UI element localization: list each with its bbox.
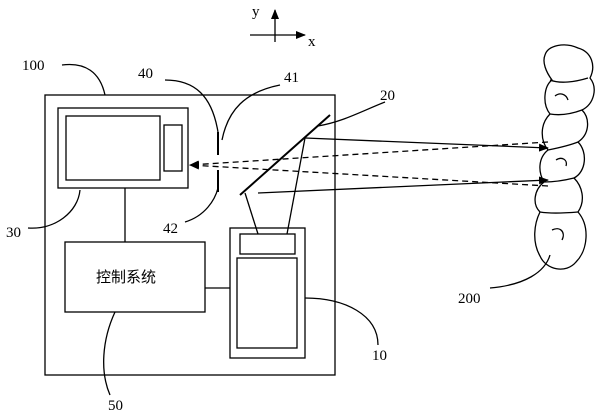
- tooth-division-3: [547, 141, 579, 151]
- coordinate-axes: y x: [250, 4, 316, 50]
- leader-100: [61, 63, 106, 96]
- projector-lens: [239, 233, 296, 255]
- projected-ray-lower: [257, 176, 549, 194]
- leader-40: [164, 79, 219, 133]
- scanned-object: [534, 44, 595, 270]
- camera-unit: [57, 107, 189, 189]
- tooth-detail-1: [554, 93, 569, 101]
- label-50: 50: [108, 398, 123, 414]
- leader-42: [184, 187, 219, 223]
- projector-body: [236, 257, 298, 349]
- leader-50: [103, 311, 116, 396]
- camera-side-module: [163, 124, 183, 172]
- label-41: 41: [284, 70, 299, 86]
- tooth-division-5: [539, 211, 579, 214]
- projection-ray-right: [286, 137, 306, 235]
- leader-20: [317, 101, 386, 127]
- label-200: 200: [458, 291, 481, 307]
- tooth-detail-2: [555, 157, 568, 167]
- leader-200: [489, 254, 551, 289]
- label-20: 20: [380, 88, 395, 104]
- camera-lens-body: [65, 115, 161, 181]
- label-40: 40: [138, 66, 153, 82]
- projection-ray-left: [244, 192, 259, 235]
- x-axis-label: x: [308, 34, 316, 50]
- tooth-division-4: [543, 177, 575, 183]
- label-30: 30: [6, 225, 21, 241]
- leader-10: [304, 297, 379, 346]
- leader-41: [221, 84, 281, 141]
- projected-ray-upper: [304, 137, 549, 152]
- label-100: 100: [22, 58, 45, 74]
- label-10: 10: [372, 348, 387, 364]
- mirror: [239, 114, 331, 196]
- teeth-outline: [534, 44, 595, 270]
- projector-unit: [229, 227, 306, 359]
- control-system-label: 控制系统: [96, 268, 156, 286]
- tooth-division-2: [549, 109, 583, 116]
- tooth-division-1: [549, 77, 589, 83]
- control-system-box: [64, 241, 206, 313]
- leader-30: [27, 189, 81, 229]
- control-system: 控制系统: [64, 241, 206, 313]
- label-42: 42: [163, 221, 178, 237]
- tooth-detail-3: [551, 228, 564, 241]
- y-axis-label: y: [252, 4, 260, 20]
